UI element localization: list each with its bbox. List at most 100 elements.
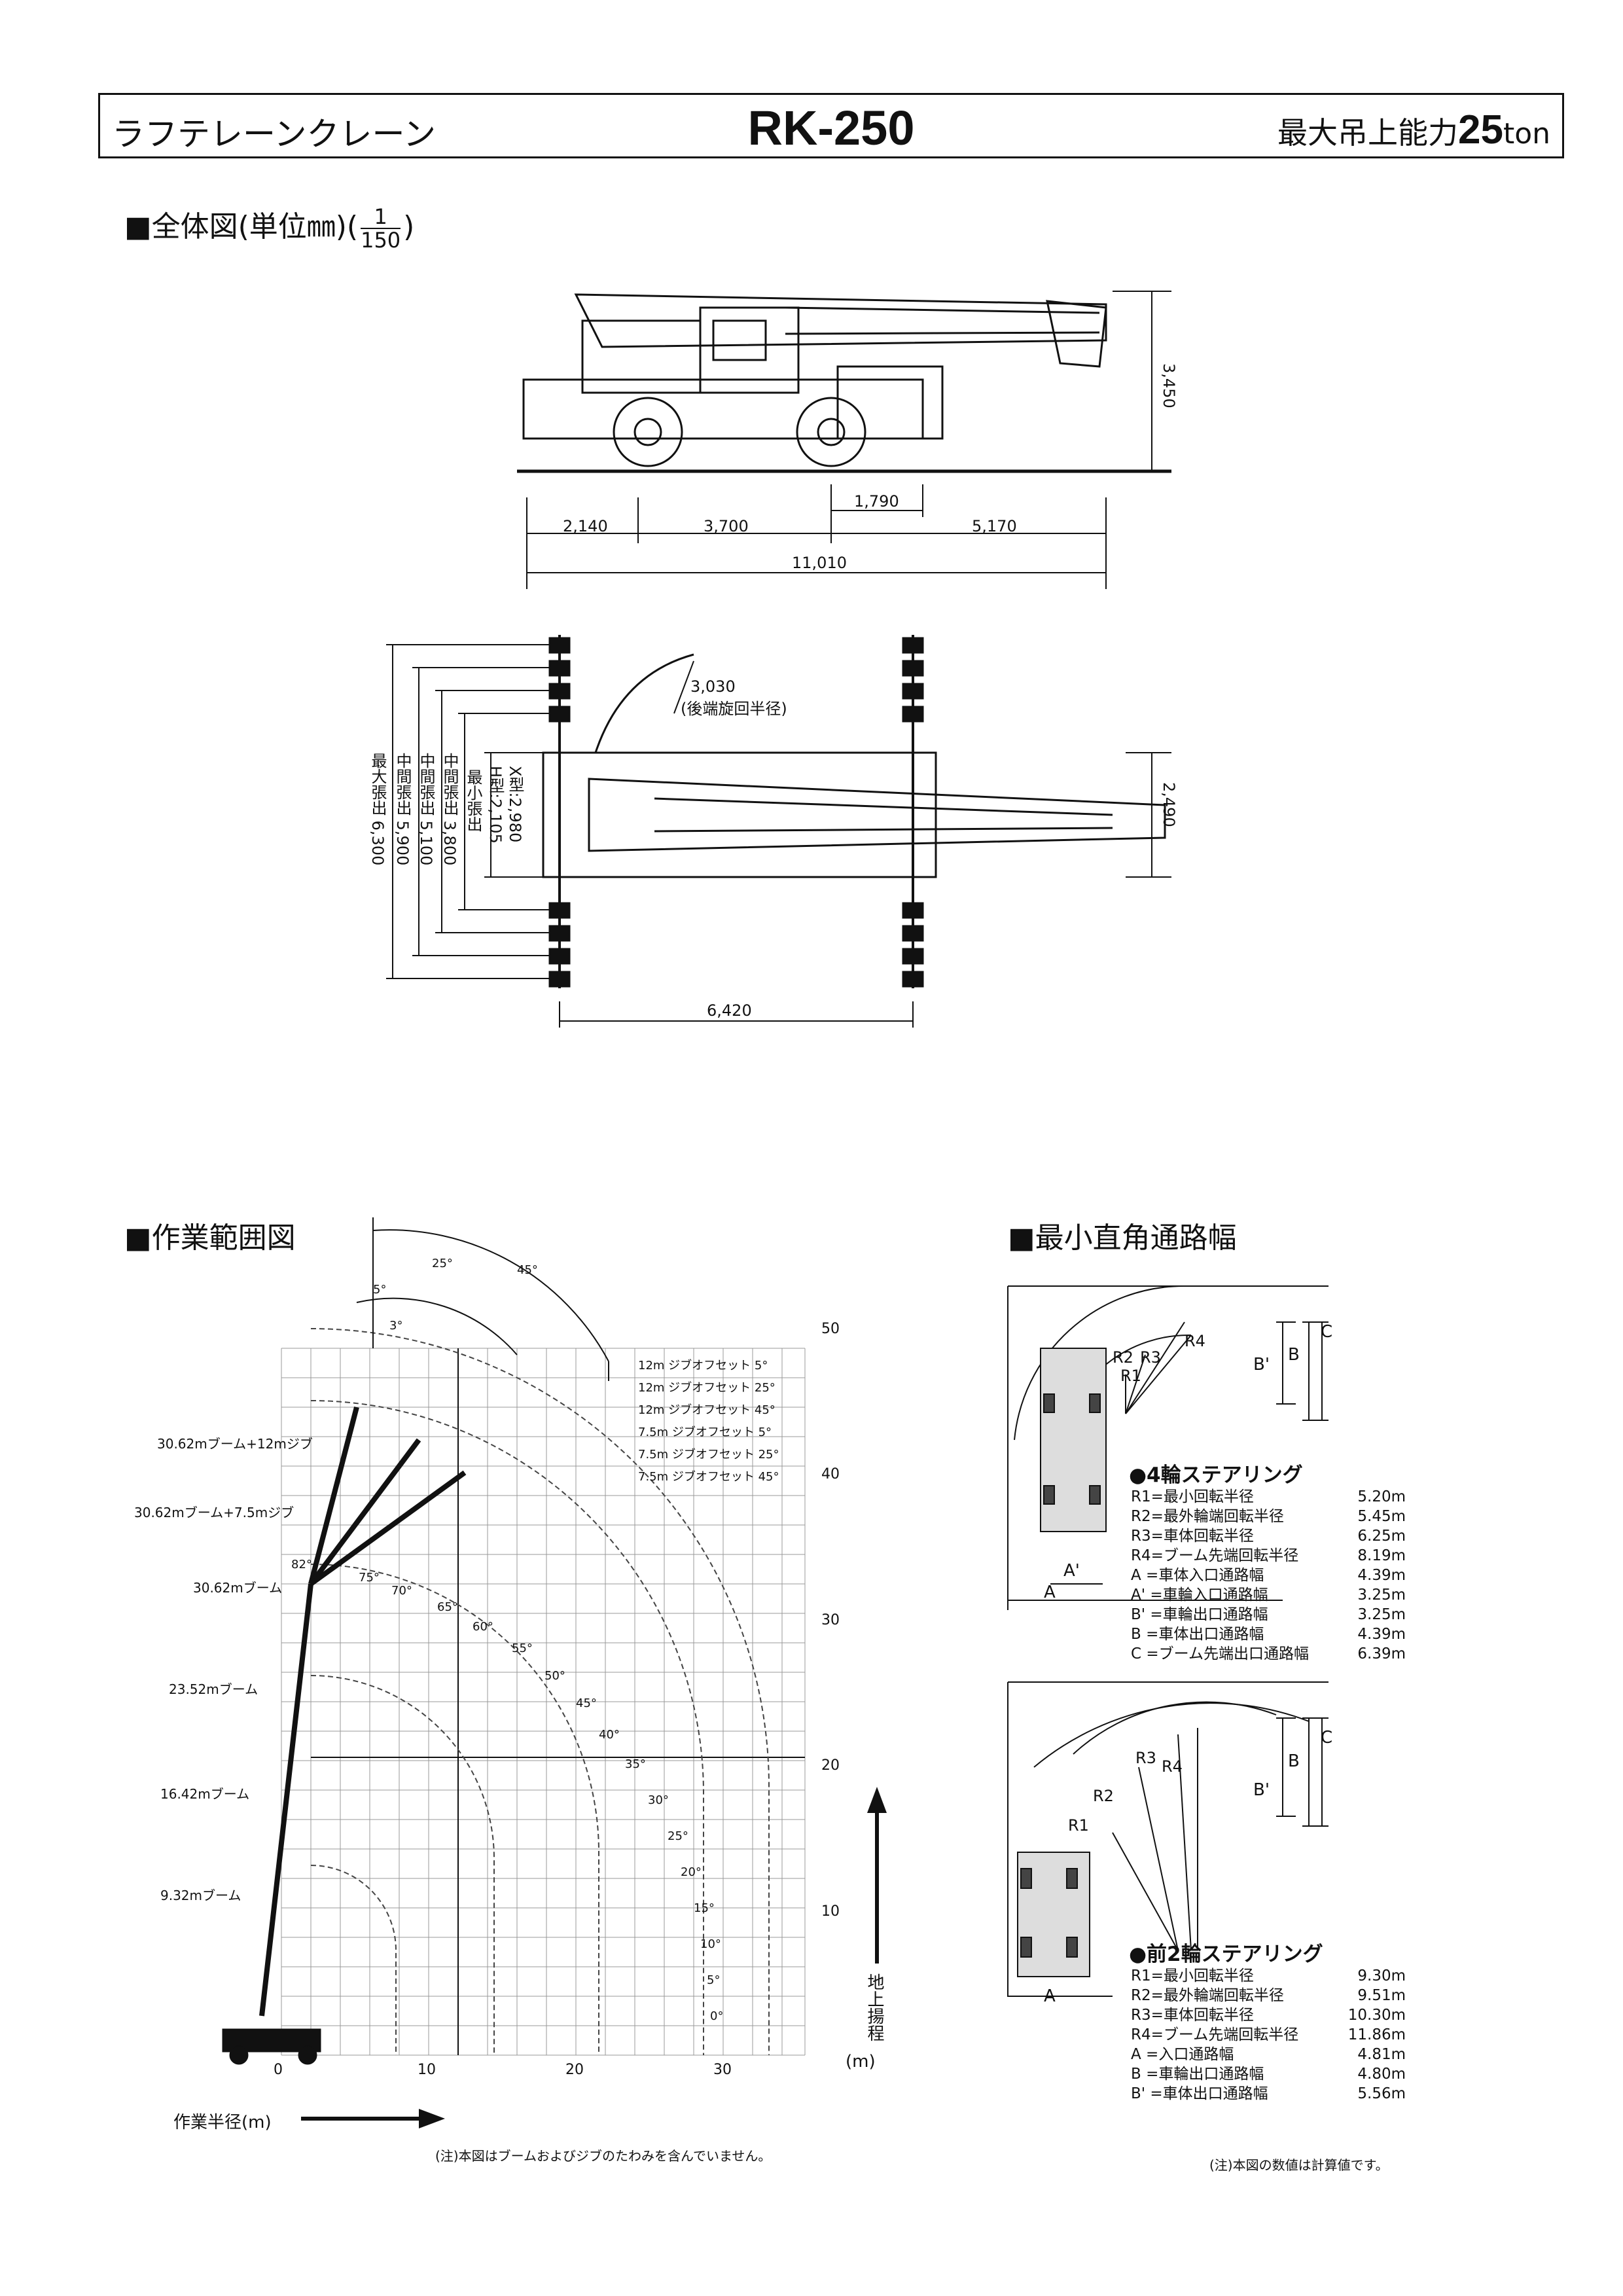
outrigger-mid2: 中間張出 5,100 [417, 753, 435, 866]
top-view [386, 635, 1171, 1028]
fw-b-prime: B' [1253, 1355, 1270, 1374]
boom-label-2352: 23.52mブーム [169, 1681, 259, 1697]
offset-5: 5° [373, 1283, 387, 1297]
boom-head [1046, 300, 1107, 368]
model-title: RK-250 [747, 101, 915, 155]
header-box: ラフテレーンクレーン RK-250 最大吊上能力25ton [98, 93, 1564, 158]
spec-value: 4.80m [1357, 2066, 1406, 2083]
legend-item: 7.5m ジブオフセット 25° [638, 1448, 779, 1462]
general-view-title-text: ■全体図(単位㎜) [124, 210, 347, 243]
capacity: 最大吊上能力25ton [1277, 107, 1550, 153]
tw-c: C [1321, 1728, 1333, 1748]
dim-3700: 3,700 [704, 517, 749, 535]
spec-label: C =ブーム先端出口通路幅 [1131, 1645, 1309, 1662]
four-wheel-specs: R1=最小回転半径 5.20m R2=最外輪端回転半径 5.45m R3=車体回転半… [1131, 1487, 1406, 1664]
angle-30: 30° [648, 1793, 669, 1807]
min-aisle-title: ■最小直角通路幅 [1008, 1221, 1237, 1255]
category-title: ラフテレーンクレーン [112, 115, 436, 153]
spec-value: 8.19m [1357, 1547, 1406, 1564]
angle-82: 82° [291, 1558, 312, 1571]
angle-5: 5° [707, 1973, 721, 1987]
boom-label-1642: 16.42mブーム [160, 1786, 250, 1802]
outrigger-min: 最小張出 [464, 769, 482, 832]
angle-65: 65° [437, 1600, 458, 1614]
y-tick-10: 10 [821, 1903, 840, 1920]
dim-total: 11,010 [792, 554, 847, 572]
boom-label-932: 9.32mブーム [160, 1888, 241, 1903]
spec-value: 5.45m [1357, 1508, 1406, 1525]
spec-label: R4=ブーム先端回転半径 [1131, 2026, 1299, 2043]
spec-value: 4.39m [1357, 1626, 1406, 1643]
offset-3: 3° [389, 1319, 403, 1333]
fw-b: B [1288, 1345, 1300, 1365]
spec-value: 5.56m [1357, 2085, 1406, 2102]
min-aisle-note: (注)本図の数値は計算値です。 [1209, 2157, 1389, 2173]
spec-row: R1=最小回転半径 9.30m [1131, 1966, 1406, 1986]
x-tick-0: 0 [274, 2062, 283, 2078]
aisle-2wheel [1007, 1681, 1329, 1997]
tw-r2: R2 [1093, 1787, 1114, 1805]
spec-label: A' =車輪入口通路幅 [1131, 1587, 1268, 1604]
tail-swing-arc [594, 653, 694, 753]
spec-value: 4.81m [1357, 2046, 1406, 2063]
spec-label: R2=最外輪端回転半径 [1131, 1987, 1284, 2004]
aisle-4wheel [1007, 1285, 1329, 1610]
spec-row: B =車輪出口通路幅 4.80m [1131, 2064, 1406, 2084]
angle-40: 40° [599, 1728, 620, 1742]
angle-35: 35° [625, 1757, 646, 1771]
spec-value: 6.25m [1357, 1528, 1406, 1545]
y-tick-20: 20 [821, 1757, 840, 1774]
cab-window [712, 319, 767, 361]
boom [574, 293, 1107, 348]
angle-20: 20° [681, 1865, 702, 1879]
spec-label: R2=最外輪端回転半径 [1131, 1508, 1284, 1525]
legend-item: 12m ジブオフセット 45° [638, 1403, 776, 1417]
spec-label: R1=最小回転半径 [1131, 1488, 1254, 1505]
dim-width: 2,490 [1160, 782, 1178, 827]
outrigger-h: H型:2,105 [486, 766, 505, 844]
spec-label: R1=最小回転半径 [1131, 1967, 1254, 1984]
spec-value: 9.30m [1357, 1967, 1406, 1984]
crane-vehicle [222, 2028, 321, 2065]
legend-item: 12m ジブオフセット 25° [638, 1381, 776, 1395]
outrigger-pads [548, 637, 924, 988]
dim-1790: 1,790 [854, 492, 899, 511]
capacity-label: 最大吊上能力 [1277, 115, 1458, 151]
angle-55: 55° [512, 1641, 533, 1655]
tw-r4: R4 [1162, 1757, 1183, 1776]
y-tick-50: 50 [821, 1321, 840, 1337]
angle-25: 25° [668, 1829, 688, 1843]
outrigger-max: 最大張出 6,300 [368, 753, 387, 866]
four-wheel-heading: ●4輪ステアリング [1129, 1463, 1303, 1487]
capacity-value: 25 [1457, 107, 1503, 152]
tw-b-prime: B' [1253, 1780, 1270, 1800]
fw-a-prime: A' [1063, 1561, 1080, 1581]
work-range-title: ■作業範囲図 [124, 1221, 296, 1255]
spec-label: A =車体入口通路幅 [1131, 1567, 1264, 1584]
fw-r3: R3 [1140, 1348, 1161, 1367]
spec-value: 5.20m [1357, 1488, 1406, 1505]
jib-legend: 12m ジブオフセット 5° 12m ジブオフセット 25° 12m ジブオフセ… [638, 1355, 779, 1488]
spec-label: B =車輪出口通路幅 [1131, 2066, 1264, 2083]
spec-label: A =入口通路幅 [1131, 2046, 1234, 2063]
x-tick-10: 10 [418, 2062, 436, 2078]
dim-height: 3,450 [1160, 363, 1178, 408]
side-view [517, 291, 1171, 589]
dim-5170: 5,170 [972, 517, 1017, 535]
angle-70: 70° [391, 1584, 412, 1598]
tw-r1: R1 [1068, 1816, 1089, 1835]
dim-2140: 2,140 [563, 517, 608, 535]
fw-r2: R2 [1113, 1348, 1133, 1367]
legend-item: 7.5m ジブオフセット 5° [638, 1426, 772, 1439]
